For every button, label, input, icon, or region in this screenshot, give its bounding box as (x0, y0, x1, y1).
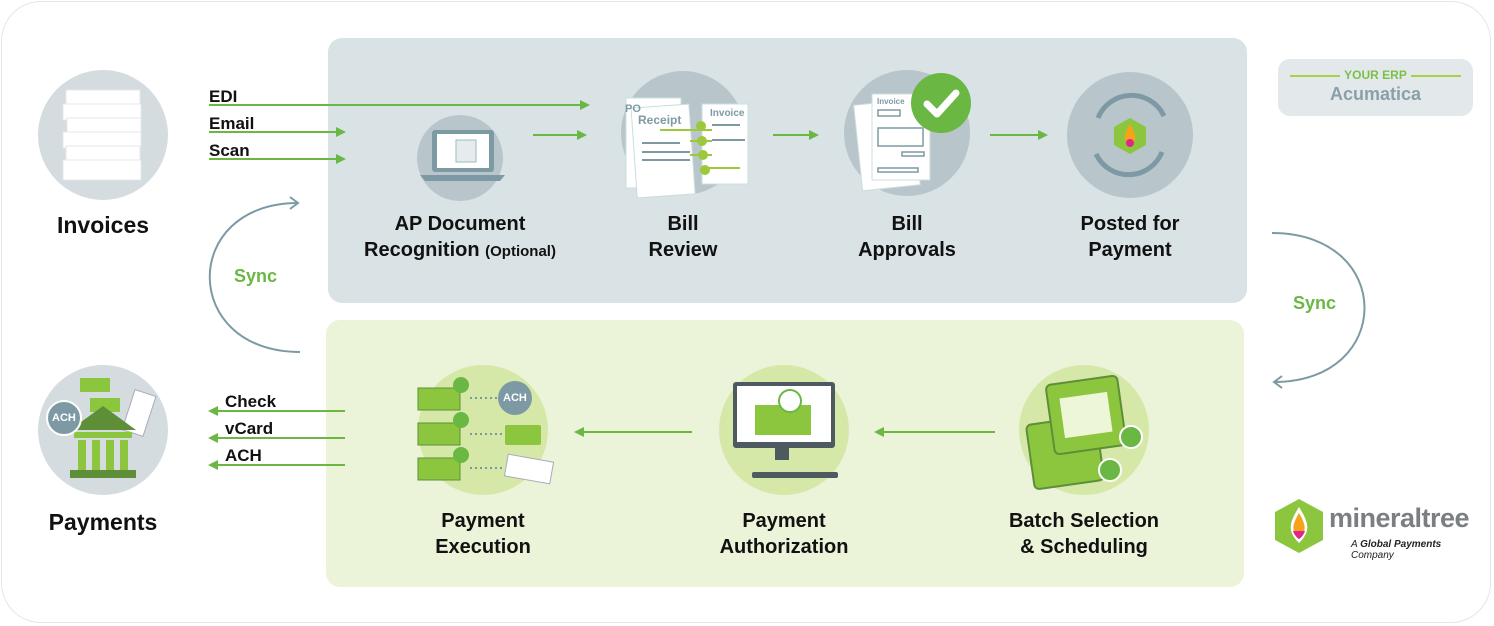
step-line2: Payment (1088, 239, 1172, 261)
ach-badge-execution: ACH (503, 392, 527, 404)
channel-email: Email (209, 114, 255, 133)
step-line1: Bill (667, 213, 699, 235)
step-line2: Approvals (858, 239, 956, 261)
channel-scan: Scan (209, 141, 250, 160)
step-line1: Payment (441, 510, 525, 532)
step-batch-selection-scheduling: Batch Selection & Scheduling (1009, 508, 1159, 560)
channel-vcard: vCard (225, 419, 274, 438)
channel-ach: ACH (225, 446, 262, 465)
step-line1: Payment (742, 510, 826, 532)
step-line1: Posted for (1080, 213, 1180, 235)
brand-name: mineraltree (1329, 503, 1470, 533)
ach-badge: ACH (52, 412, 76, 424)
step-line1: AP Document (394, 213, 526, 235)
step-ap-document-recognition: AP Document Recognition (Optional) (364, 211, 556, 265)
payments-icon (38, 365, 168, 495)
step-line1: Batch Selection (1008, 510, 1160, 532)
invoice-label-approvals: Invoice (877, 97, 905, 106)
sync-cycle-icon (1067, 72, 1193, 198)
invoices-icon (38, 70, 168, 200)
step-line2: Execution (435, 536, 531, 558)
payment-execution-icon (417, 365, 555, 495)
sync-arc-left (208, 196, 301, 353)
mineraltree-logo: mineraltree A Global Payments Company (1273, 497, 1478, 561)
step-line2: Authorization (719, 536, 849, 558)
tagline-bold: Global Payments (1360, 539, 1442, 550)
mineraltree-logo-icon (1275, 499, 1323, 553)
step-line1: Bill (891, 213, 923, 235)
monitor-icon (719, 365, 849, 495)
sync-label-left: Sync (234, 266, 278, 286)
channel-edi: EDI (209, 87, 238, 106)
po-label: PO (625, 103, 641, 115)
step-line2: Recognition (364, 239, 480, 261)
bill-review-icon (621, 71, 749, 199)
channel-check: Check (225, 392, 277, 411)
erp-name: Acumatica (1329, 84, 1422, 104)
brand-tagline: A Global Payments Company (1351, 539, 1478, 561)
payments-title: Payments (48, 509, 158, 535)
bill-approvals-icon (844, 70, 971, 196)
sync-arc-right (1271, 232, 1366, 389)
calendar-icon (1019, 365, 1149, 495)
laptop-icon (417, 115, 505, 201)
tagline-pre: A (1351, 539, 1358, 550)
invoices-title: Invoices (56, 212, 150, 238)
step-line2: Review (648, 239, 718, 261)
erp-kicker: YOUR ERP (1278, 68, 1473, 82)
erp-badge: YOUR ERP Acumatica (1278, 59, 1473, 116)
step-line2: & Scheduling (1020, 536, 1148, 558)
tagline-post: Company (1351, 550, 1394, 561)
invoice-label: Invoice (710, 108, 745, 119)
step-note: (Optional) (485, 243, 556, 260)
receipt-label: Receipt (638, 113, 682, 127)
sync-label-right: Sync (1293, 293, 1337, 313)
input-arrows (208, 100, 1048, 470)
